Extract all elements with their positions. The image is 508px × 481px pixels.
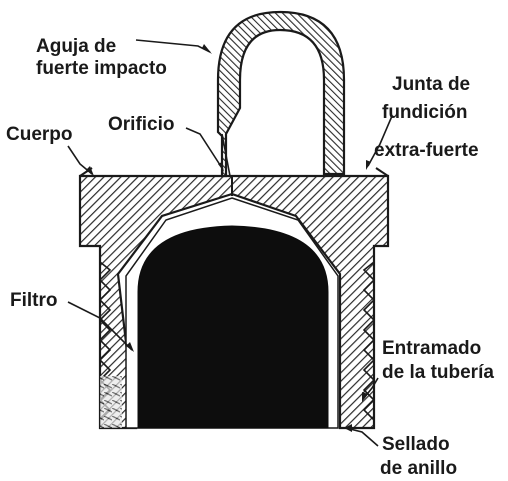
- callout-arrowheads: [86, 44, 371, 432]
- label-needle-line1: Aguja de: [36, 36, 116, 57]
- arrow-orifice: [218, 162, 224, 172]
- label-joint-line1: Junta de: [392, 74, 470, 95]
- label-joint-line3: extra-fuerte: [374, 140, 479, 161]
- labels: Aguja de fuerte impacto Orificio Cuerpo …: [6, 36, 494, 479]
- callout-needle: [135, 39, 211, 53]
- needle-hook: [216, 10, 346, 178]
- filter: [137, 225, 329, 429]
- arrow-joint: [366, 160, 371, 170]
- arrow-body: [86, 166, 94, 176]
- arrow-thread: [362, 392, 368, 402]
- label-orifice: Orificio: [108, 114, 175, 135]
- label-needle-line2: fuerte impacto: [36, 58, 167, 79]
- arrow-seal: [344, 424, 352, 432]
- label-seal-line2: de anillo: [380, 458, 457, 479]
- impact-needle: [216, 10, 346, 178]
- label-filter: Filtro: [10, 290, 58, 311]
- arrow-needle: [202, 44, 212, 54]
- label-thread-line1: Entramado: [382, 338, 481, 359]
- pipe-threading: [98, 261, 376, 428]
- thread-right: [362, 261, 376, 428]
- label-body: Cuerpo: [6, 124, 73, 145]
- callout-filter: [67, 301, 133, 351]
- label-thread-line2: de la tubería: [382, 362, 494, 383]
- needle-tip: [221, 133, 231, 177]
- ring-seal-left: [100, 376, 122, 428]
- label-joint-line2: fundición: [382, 102, 467, 123]
- filter-assembly: [125, 197, 339, 429]
- body-chamfer-right: [375, 167, 389, 177]
- label-seal-line1: Sellado: [382, 434, 450, 455]
- arrow-filter: [126, 342, 134, 352]
- callout-joint: [367, 115, 393, 167]
- callout-orifice: [185, 127, 223, 169]
